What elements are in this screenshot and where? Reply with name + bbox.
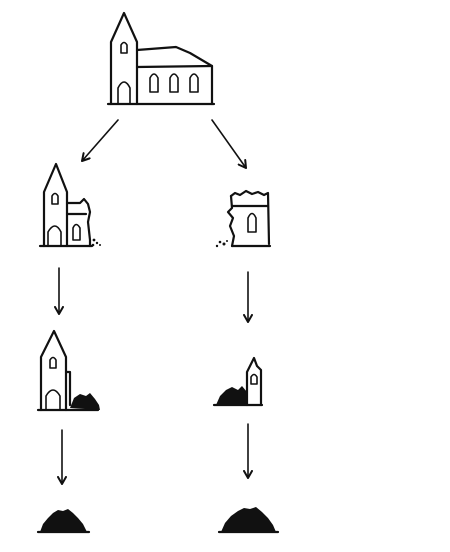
arrow-icon — [81, 119, 119, 162]
ruined-nave-icon — [215, 189, 272, 248]
arrow-icon — [211, 119, 247, 169]
rubble-pile-icon — [217, 507, 280, 534]
ruined-church-tower-icon — [38, 162, 101, 248]
church-icon — [106, 11, 216, 106]
wall-fragment-with-rubble-icon — [212, 356, 264, 407]
tower-with-rubble-icon — [36, 329, 100, 412]
rubble-pile-icon — [36, 509, 91, 534]
